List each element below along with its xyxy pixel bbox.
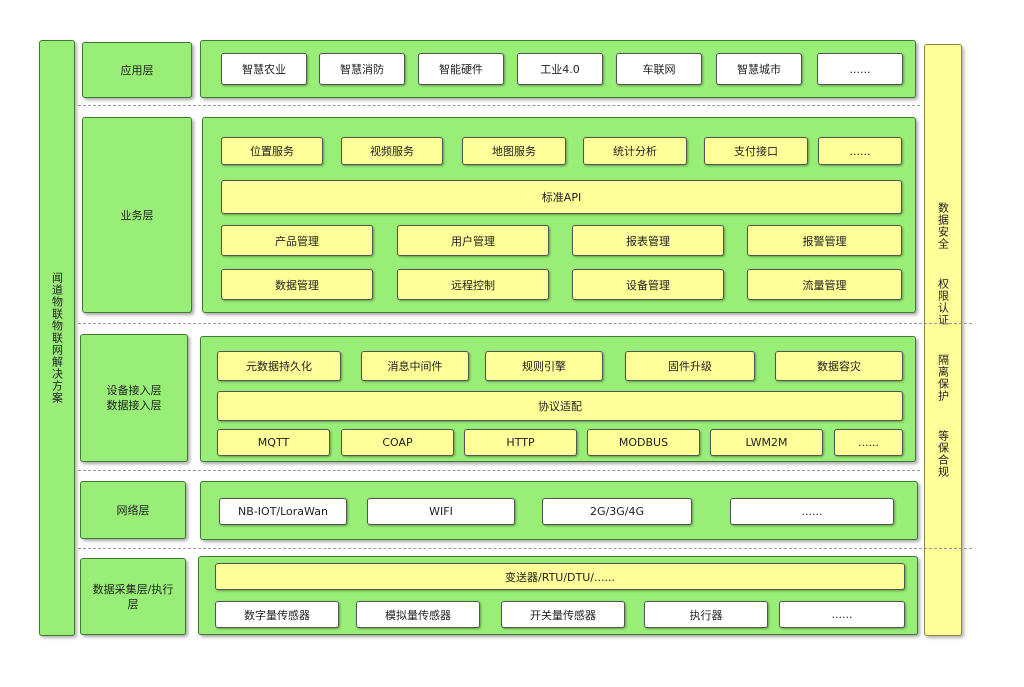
collect-switch-sensor: 开关量传感器 xyxy=(501,601,625,628)
collect-layer-panel: 变送器/RTU/DTU/...... 数字量传感器 模拟量传感器 开关量传感器 … xyxy=(198,556,918,635)
left-title-bar: 闻道物联物联网解决方案 xyxy=(39,40,75,636)
biz-device-mgmt: 设备管理 xyxy=(572,269,724,300)
collect-more: ...... xyxy=(779,601,905,628)
separator-2 xyxy=(78,323,972,324)
collect-layer-label: 数据采集层/执行 层 xyxy=(80,558,186,635)
collect-transmitter: 变送器/RTU/DTU/...... xyxy=(215,563,905,590)
biz-stats: 统计分析 xyxy=(583,137,687,165)
business-layer-label: 业务层 xyxy=(82,117,192,313)
app-item-city: 智慧城市 xyxy=(716,53,802,85)
biz-product-mgmt: 产品管理 xyxy=(221,225,373,256)
network-layer-panel: NB-IOT/LoraWan WIFI 2G/3G/4G ...... xyxy=(200,481,918,540)
dev-message-middleware: 消息中间件 xyxy=(361,351,469,381)
app-item-more: ...... xyxy=(817,53,903,85)
separator-3 xyxy=(78,470,920,471)
separator-4 xyxy=(78,548,972,549)
app-item-agriculture: 智慧农业 xyxy=(221,53,307,85)
biz-video: 视频服务 xyxy=(341,137,443,165)
biz-remote-control: 远程控制 xyxy=(397,269,549,300)
right-title: 数据安全 权限认证 隔离保护 等保合规 xyxy=(936,202,950,478)
protocol-http: HTTP xyxy=(464,429,577,456)
app-layer-title: 应用层 xyxy=(120,63,154,77)
app-layer-panel: 智慧农业 智慧消防 智能硬件 工业4.0 车联网 智慧城市 ...... xyxy=(200,40,916,98)
biz-data-mgmt: 数据管理 xyxy=(221,269,373,300)
net-nbiot-lora: NB-IOT/LoraWan xyxy=(219,498,347,525)
dev-metadata-persist: 元数据持久化 xyxy=(217,351,341,381)
collect-analog-sensor: 模拟量传感器 xyxy=(356,601,480,628)
biz-traffic-mgmt: 流量管理 xyxy=(747,269,902,300)
protocol-mqtt: MQTT xyxy=(217,429,330,456)
collect-layer-title: 数据采集层/执行 层 xyxy=(92,582,174,611)
device-layer-label: 设备接入层 数据接入层 xyxy=(80,334,188,462)
right-security-bar: 数据安全 权限认证 隔离保护 等保合规 xyxy=(924,44,962,636)
net-cellular: 2G/3G/4G xyxy=(542,498,692,525)
app-item-vehicle: 车联网 xyxy=(616,53,702,85)
biz-payment: 支付接口 xyxy=(704,137,808,165)
app-item-industry: 工业4.0 xyxy=(517,53,603,85)
business-layer-panel: 位置服务 视频服务 地图服务 统计分析 支付接口 ...... 标准API 产品… xyxy=(202,117,916,313)
biz-user-mgmt: 用户管理 xyxy=(397,225,549,256)
device-layer-title: 设备接入层 数据接入层 xyxy=(106,384,162,412)
net-wifi: WIFI xyxy=(367,498,515,525)
collect-actuator: 执行器 xyxy=(644,601,768,628)
dev-rule-engine: 规则引擎 xyxy=(485,351,603,381)
dev-disaster-recovery: 数据容灾 xyxy=(775,351,903,381)
collect-digital-sensor: 数字量传感器 xyxy=(215,601,339,628)
biz-map: 地图服务 xyxy=(462,137,566,165)
protocol-modbus: MODBUS xyxy=(587,429,700,456)
app-layer-label: 应用层 xyxy=(82,42,192,98)
protocol-lwm2m: LWM2M xyxy=(710,429,823,456)
biz-location: 位置服务 xyxy=(221,137,323,165)
biz-alarm-mgmt: 报警管理 xyxy=(747,225,902,256)
net-more: ...... xyxy=(730,498,894,525)
left-title: 闻道物联物联网解决方案 xyxy=(50,272,64,404)
business-layer-title: 业务层 xyxy=(120,208,154,222)
app-item-hardware: 智能硬件 xyxy=(418,53,504,85)
device-layer-panel: 元数据持久化 消息中间件 规则引擎 固件升级 数据容灾 协议适配 MQTT CO… xyxy=(200,336,916,462)
biz-more: ...... xyxy=(818,137,902,165)
dev-firmware-upgrade: 固件升级 xyxy=(625,351,755,381)
network-layer-title: 网络层 xyxy=(116,503,150,517)
app-item-fire: 智慧消防 xyxy=(319,53,405,85)
biz-standard-api: 标准API xyxy=(221,180,902,214)
dev-protocol-adapter: 协议适配 xyxy=(217,391,903,421)
biz-report-mgmt: 报表管理 xyxy=(572,225,724,256)
network-layer-label: 网络层 xyxy=(80,481,186,539)
separator-1 xyxy=(78,105,920,106)
protocol-coap: COAP xyxy=(341,429,454,456)
protocol-more: ...... xyxy=(834,429,903,456)
